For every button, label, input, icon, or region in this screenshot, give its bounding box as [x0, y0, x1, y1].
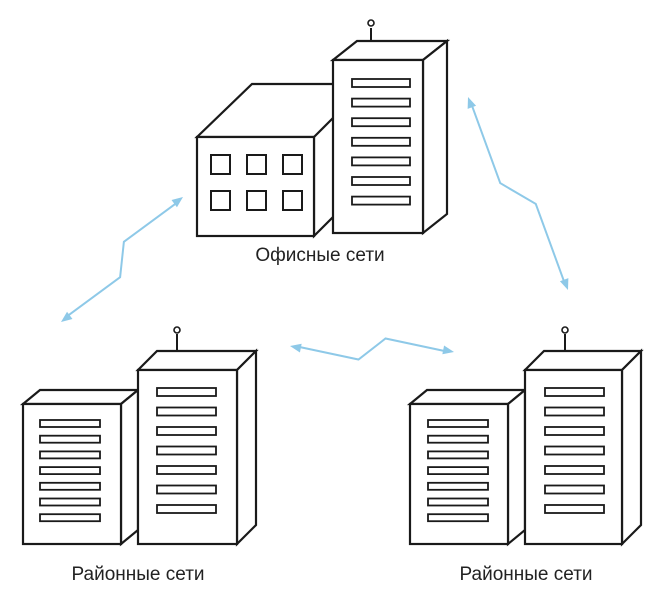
server-slot: [351, 117, 411, 128]
server-slot: [351, 176, 411, 186]
server-slot: [39, 434, 101, 444]
server-slot: [156, 445, 217, 456]
office-network-label: Офисные сети: [255, 245, 385, 266]
wireless-link-icon: [61, 197, 183, 322]
server-slot: [156, 426, 217, 436]
arrowhead: [290, 343, 302, 353]
server-slot: [427, 450, 489, 460]
district-network-right-label: Районные сети: [459, 564, 593, 585]
wireless-link-icon: [290, 337, 454, 361]
server-slot: [156, 504, 217, 514]
link-line: [469, 101, 567, 286]
server-slot: [156, 406, 217, 417]
server-slot: [351, 156, 411, 167]
arrowhead: [559, 278, 569, 290]
server-slot: [544, 406, 605, 417]
server-slot: [544, 484, 605, 495]
server-slot: [39, 481, 101, 491]
server-slot: [544, 426, 605, 436]
server-slot: [156, 465, 217, 475]
link-line: [64, 200, 180, 319]
server-slot: [427, 419, 489, 428]
server-tower-icon: [406, 387, 529, 547]
server-slot: [351, 136, 411, 147]
server-slot: [544, 465, 605, 475]
server-slot: [427, 481, 489, 491]
server-tower-icon: [135, 326, 259, 547]
arrowhead: [442, 345, 454, 355]
server-tower-icon: [19, 387, 142, 547]
server-tower-icon: [522, 326, 644, 547]
server-tower-icon: [329, 19, 451, 236]
link-line: [295, 337, 449, 361]
server-slot: [39, 450, 101, 460]
office-network: [194, 19, 451, 239]
office-building-icon: [194, 82, 337, 239]
server-slot: [156, 484, 217, 495]
server-slot: [544, 445, 605, 456]
server-slot: [544, 504, 605, 514]
server-slot: [156, 387, 217, 397]
wireless-link-icon: [467, 97, 569, 290]
district-network-right: [406, 326, 644, 547]
server-slot: [427, 434, 489, 444]
server-slot: [427, 497, 489, 507]
server-slot: [427, 466, 489, 476]
arrowhead: [467, 97, 477, 109]
server-slot: [427, 513, 489, 523]
wireless-links: [61, 97, 569, 361]
server-slot: [351, 195, 411, 206]
district-network-left-label: Районные сети: [71, 564, 205, 585]
district-network-left: [19, 326, 259, 547]
server-slot: [39, 419, 101, 428]
server-slot: [39, 513, 101, 523]
server-slot: [351, 97, 411, 108]
server-slot: [39, 466, 101, 476]
server-slot: [39, 497, 101, 507]
server-slot: [544, 387, 605, 397]
arrowhead: [171, 197, 183, 208]
server-slot: [351, 78, 411, 88]
arrowhead: [61, 311, 73, 322]
